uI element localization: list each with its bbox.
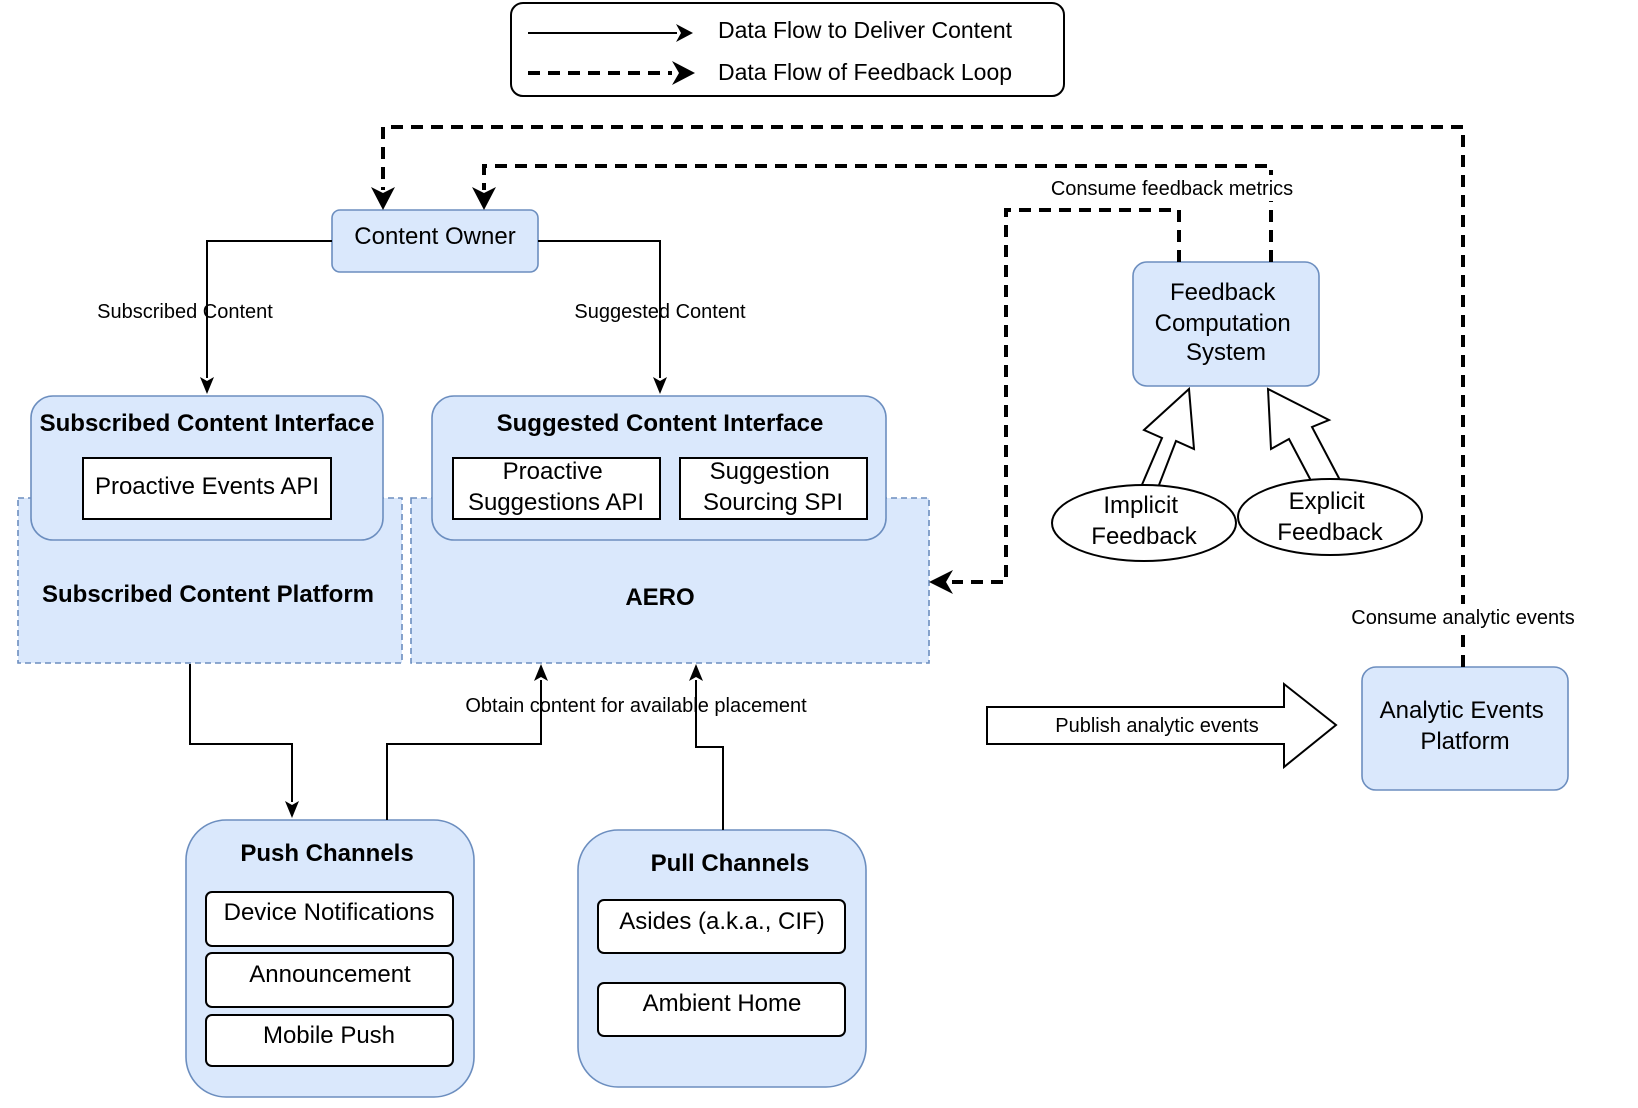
suggestion-sourcing-spi-line1: Suggestion [710,458,830,485]
implicit-feedback-label: Implicit Feedback [1091,492,1197,550]
device-notifications-label: Device Notifications [224,899,435,926]
consume-feedback-label: Consume feedback metrics [1051,178,1293,200]
asides-label: Asides (a.k.a., CIF) [619,908,824,935]
proactive-suggestions-api-label: Proactive Suggestions API [468,458,644,516]
ambient-home-label: Ambient Home [643,990,802,1017]
consume-analytic-label: Consume analytic events [1351,607,1574,629]
ambient-home-box [597,982,846,1037]
proactive-suggestions-api-line2: Suggestions API [468,489,644,516]
explicit-feedback-label: Explicit Feedback [1277,488,1383,546]
asides-box [597,899,846,954]
legend-solid-arrowhead [676,24,693,42]
obtain-content-label: Obtain content for available placement [465,695,807,717]
suggested-content-connector [538,240,661,378]
consume-analytic-label-bg [1336,604,1590,630]
explicit-feedback-line2: Feedback [1277,519,1383,546]
feedback-computation-system [1132,261,1320,387]
consume-feedback-label-bg [1037,175,1309,201]
explicit-feedback-line1: Explicit [1289,488,1365,515]
proactive-suggestions-api-line1: Proactive [503,458,603,485]
legend: Data Flow to Deliver Content Data Flow o… [510,2,1065,97]
push-to-aero-arrowhead [534,664,548,681]
aero-label: AERO [625,584,694,611]
pull-to-aero-arrowhead [689,664,703,681]
proactive-events-api-box [82,457,332,520]
suggestion-sourcing-spi-line2: Sourcing SPI [703,489,843,516]
feedback-system-line1: Feedback [1170,279,1276,306]
publish-analytic-events-label: Publish analytic events [1055,715,1258,737]
feedback-to-content-owner-connector [482,164,1273,262]
subscribed-content-connector [206,240,332,378]
announcement-box [205,952,454,1008]
analytic-platform-label: Analytic Events Platform [1380,697,1551,755]
subscribed-to-push-arrowhead [285,801,299,818]
suggested-interface-label: Suggested Content Interface [497,410,824,437]
announcement-label: Announcement [249,961,411,988]
analytic-platform-line2: Platform [1420,728,1509,755]
content-owner-label: Content Owner [354,223,515,250]
pull-channels-title: Pull Channels [651,850,810,877]
push-to-aero-connector [386,680,542,820]
analytic-to-content-owner-connector [381,125,1465,667]
analytic-to-content-owner-arrowhead [371,187,395,210]
pull-to-aero-connector [695,680,724,830]
suggestion-sourcing-spi-box [679,457,868,520]
feedback-system-line3: System [1186,339,1266,366]
suggestion-sourcing-spi-label: Suggestion Sourcing SPI [703,458,843,516]
subscribed-content-arrowhead [200,377,214,394]
feedback-system-line2: Computation [1155,310,1291,337]
legend-solid-label: Data Flow to Deliver Content [718,17,1013,43]
proactive-suggestions-api-box [452,457,661,520]
feedback-system-label: Feedback Computation System [1155,279,1298,366]
subscribed-platform-label: Subscribed Content Platform [42,581,374,608]
suggested-content-arrowhead [653,377,667,394]
feedback-to-aero-connector [952,208,1181,584]
legend-dashed-label: Data Flow of Feedback Loop [718,59,1012,85]
proactive-events-api-label: Proactive Events API [95,473,319,500]
feedback-to-content-owner-arrowhead [472,187,496,210]
publish-analytic-events-arrow [986,681,1338,770]
push-channels-title: Push Channels [240,840,413,867]
feedback-to-aero-arrowhead [929,570,953,594]
implicit-feedback [1051,484,1237,562]
subscribed-content-label: Subscribed Content [97,301,273,323]
device-notifications-box [205,891,454,947]
implicit-feedback-line1: Implicit [1103,492,1178,519]
implicit-feedback-line2: Feedback [1091,523,1197,550]
mobile-push-label: Mobile Push [263,1022,395,1049]
analytic-platform-line1: Analytic Events [1380,697,1544,724]
suggested-content-label: Suggested Content [574,301,746,323]
explicit-feedback [1237,478,1423,556]
subscribed-to-push-connector [189,664,293,802]
subscribed-interface-label: Subscribed Content Interface [40,410,375,437]
implicit-feedback-arrow [1136,386,1196,500]
mobile-push-box [205,1014,454,1067]
legend-dashed-arrowhead [672,61,695,85]
